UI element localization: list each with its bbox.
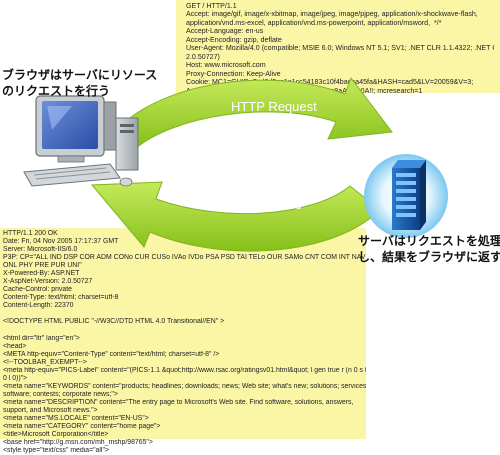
response-line: <meta name="CATEGORY" content="home page…	[3, 423, 161, 431]
request-header-line: User-Agent: Mozilla/4.0 (compatible; MSI…	[186, 44, 494, 53]
http-response-label: HTTP Response	[206, 197, 302, 212]
response-line: <html dir="ltr" lang="en">	[3, 334, 80, 342]
request-header-line: Host: www.microsoft.com	[186, 61, 266, 70]
response-line: 0 l 0))">	[3, 374, 28, 382]
request-header-line: application/vnd.ms-excel, application/vn…	[186, 18, 442, 27]
response-line: <META http-equiv="Content-Type" content=…	[3, 350, 220, 358]
response-line: HTTP/1.1 200 OK	[3, 230, 58, 237]
response-arrow	[90, 181, 381, 252]
response-line: <head>	[3, 342, 27, 350]
request-arrow	[117, 76, 393, 149]
server-icon	[364, 154, 448, 238]
response-line: Content-Length: 22370	[3, 302, 74, 310]
response-line: X-AspNet-Version: 2.0.50727	[3, 278, 93, 286]
computer-icon	[23, 95, 139, 187]
response-line: <style type="text/css" media="all">	[3, 447, 109, 455]
response-line: <!DOCTYPE HTML PUBLIC "-//W3C//DTD HTML …	[3, 318, 225, 326]
request-header-line: Cookie: MC1=GUID=5cd2d5ca1a1cc54183c10f4…	[186, 78, 474, 87]
response-line: <meta name="KEYWORDS" content="products;…	[3, 382, 366, 390]
response-line: Server: Microsoft-IIS/6.0	[3, 246, 78, 254]
response-line: <!--TOOLBAR_EXEMPT-->	[3, 358, 87, 366]
request-header-line: 2.0.50727)	[186, 52, 220, 61]
response-line: <meta http-equiv="PICS-Label" content="(…	[3, 366, 366, 374]
http-request-label: HTTP Request	[231, 99, 317, 114]
response-line: <base href="http://g.msn.com/mh_mshp/987…	[3, 439, 153, 447]
response-line: X-Powered-By: ASP.NET	[3, 270, 80, 278]
request-header-line: Accept-Encoding: gzip, deflate	[186, 35, 282, 44]
request-header-line: Accept-Language: en-us	[186, 27, 264, 36]
response-line: software; contests; corporate news;">	[3, 390, 118, 398]
response-line: <title>Microsoft Corporation</title>	[3, 431, 109, 439]
response-line: support, and Microsoft news.">	[3, 406, 98, 414]
response-line: Date: Fri, 04 Nov 2005 17:17:37 GMT	[3, 238, 119, 246]
response-line: <meta name="MS.LOCALE" content="EN-US">	[3, 414, 149, 422]
response-line: ONL PHY PRE PUR UNI"	[3, 262, 82, 270]
diagram-graphics	[23, 76, 448, 252]
request-header-line: Proxy-Connection: Keep-Alive	[186, 69, 281, 78]
response-line: Content-Type: text/html; charset=utf-8	[3, 294, 119, 302]
browser-caption: ブラウザはサーバにリソース のリクエストを行う	[2, 68, 158, 98]
response-line: P3P: CP="ALL IND DSP COR ADM CONo CUR CU…	[3, 254, 366, 262]
request-header-line: Accept: image/gif, image/x-xbitmap, imag…	[186, 10, 478, 19]
response-line: Cache-Control: private	[3, 286, 72, 294]
request-header-line: GET / HTTP/1.1	[186, 2, 237, 10]
response-line: <meta name="DESCRIPTION" content="The en…	[3, 398, 354, 406]
server-caption: サーバはリクエストを処理 し、結果をブラウザに返す	[358, 234, 500, 264]
